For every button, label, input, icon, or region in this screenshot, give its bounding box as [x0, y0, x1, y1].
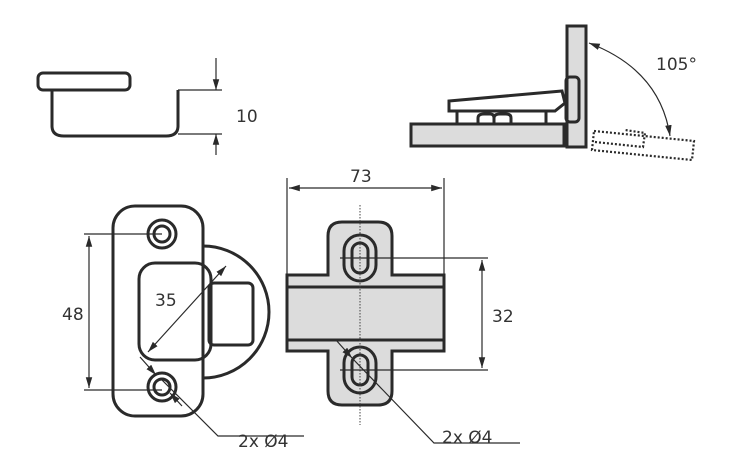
plate-hole-spacing-label: 32 — [492, 307, 514, 327]
cup-diameter-label: 35 — [155, 291, 177, 311]
opening-angle-label: 105° — [656, 55, 697, 75]
cup-hole-spacing-label: 48 — [62, 305, 84, 325]
hinge-mounted-view: 105° — [409, 24, 697, 162]
mounting-plate-view: 32 73 2x Ø4 — [285, 167, 520, 448]
plate-screw-holes-label: 2x Ø4 — [442, 428, 492, 448]
cup-side-view: 10 — [36, 58, 258, 155]
cup-depth-label: 10 — [236, 107, 258, 127]
cup-front-view: 48 35 2x Ø4 — [62, 204, 304, 452]
plate-width-label: 73 — [350, 167, 372, 187]
cup-screw-holes-label: 2x Ø4 — [238, 432, 288, 452]
